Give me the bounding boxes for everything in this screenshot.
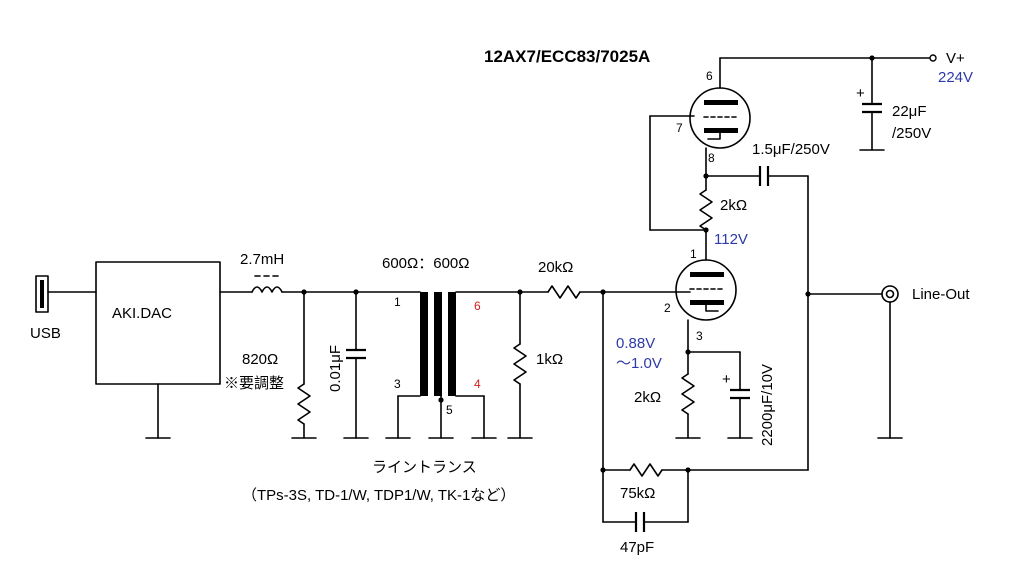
lower-triode xyxy=(675,259,737,321)
transformer-pin-4: 4 xyxy=(474,377,481,391)
r2k-mid-label: 2kΩ xyxy=(720,197,747,214)
junction-dot xyxy=(438,397,444,403)
c2200-label: 2200μF/10V xyxy=(759,364,776,446)
c22-rating: /250V xyxy=(892,125,931,142)
pin-8: 8 xyxy=(708,151,715,165)
r1k-resistor xyxy=(513,343,527,385)
transformer-pin-5: 5 xyxy=(446,403,453,417)
transformer-pin-3: 3 xyxy=(394,377,401,391)
transformer-models: （TPs-3S, TD-1/W, TDP1/W, TK-1など） xyxy=(242,487,515,504)
cathode-voltage-1: 0.88V xyxy=(616,335,655,352)
inductor-label: 2.7mH xyxy=(240,251,284,268)
line-transformer xyxy=(420,292,456,396)
usb-connector xyxy=(35,275,49,313)
transformer-name: ライントランス xyxy=(372,459,477,476)
c22-value: 22μF xyxy=(892,103,927,120)
pin-7: 7 xyxy=(676,121,683,135)
line-out-jack xyxy=(881,285,899,303)
transformer-pin-6: 6 xyxy=(474,299,481,313)
pin-2: 2 xyxy=(664,301,671,315)
dac-box xyxy=(95,261,221,385)
c001-label: 0.01μF xyxy=(327,345,344,392)
cathode-voltage-2: ～1.0V xyxy=(616,355,662,372)
c2200-polarity: + xyxy=(722,371,731,388)
pin-6: 6 xyxy=(706,69,713,83)
transformer-ratio: 600Ω：600Ω xyxy=(382,255,469,272)
pin-1: 1 xyxy=(690,247,697,261)
upper-triode xyxy=(689,87,751,149)
vplus-label: V+ xyxy=(946,50,965,67)
r2k-cathode-label: 2kΩ xyxy=(634,389,661,406)
c15-label: 1.5μF/250V xyxy=(752,141,830,158)
r75k-label: 75kΩ xyxy=(620,485,655,502)
pin-3: 3 xyxy=(696,329,703,343)
line-out-label: Line-Out xyxy=(912,286,970,303)
r75k-resistor xyxy=(629,463,663,477)
transformer-pin-1: 1 xyxy=(394,295,401,309)
r20k-label: 20kΩ xyxy=(538,259,573,276)
tube-title: 12AX7/ECC83/7025A xyxy=(484,47,650,66)
dac-label: AKI.DAC xyxy=(112,305,172,322)
c47-label: 47pF xyxy=(620,539,654,556)
vplus-voltage: 224V xyxy=(938,69,973,86)
inductor-2-7mh xyxy=(251,275,283,293)
r820-note: ※要調整 xyxy=(224,375,284,392)
r1k-label: 1kΩ xyxy=(536,351,563,368)
mid-voltage: 112V xyxy=(714,231,748,248)
r2k-cathode-resistor xyxy=(681,373,695,415)
c22-polarity: + xyxy=(856,85,865,102)
r820-label: 820Ω xyxy=(242,351,278,368)
r20k-resistor xyxy=(547,285,581,299)
usb-label: USB xyxy=(30,325,61,342)
r2k-mid-resistor xyxy=(699,189,713,231)
vplus-terminal xyxy=(929,54,937,62)
r820-resistor xyxy=(297,383,311,425)
